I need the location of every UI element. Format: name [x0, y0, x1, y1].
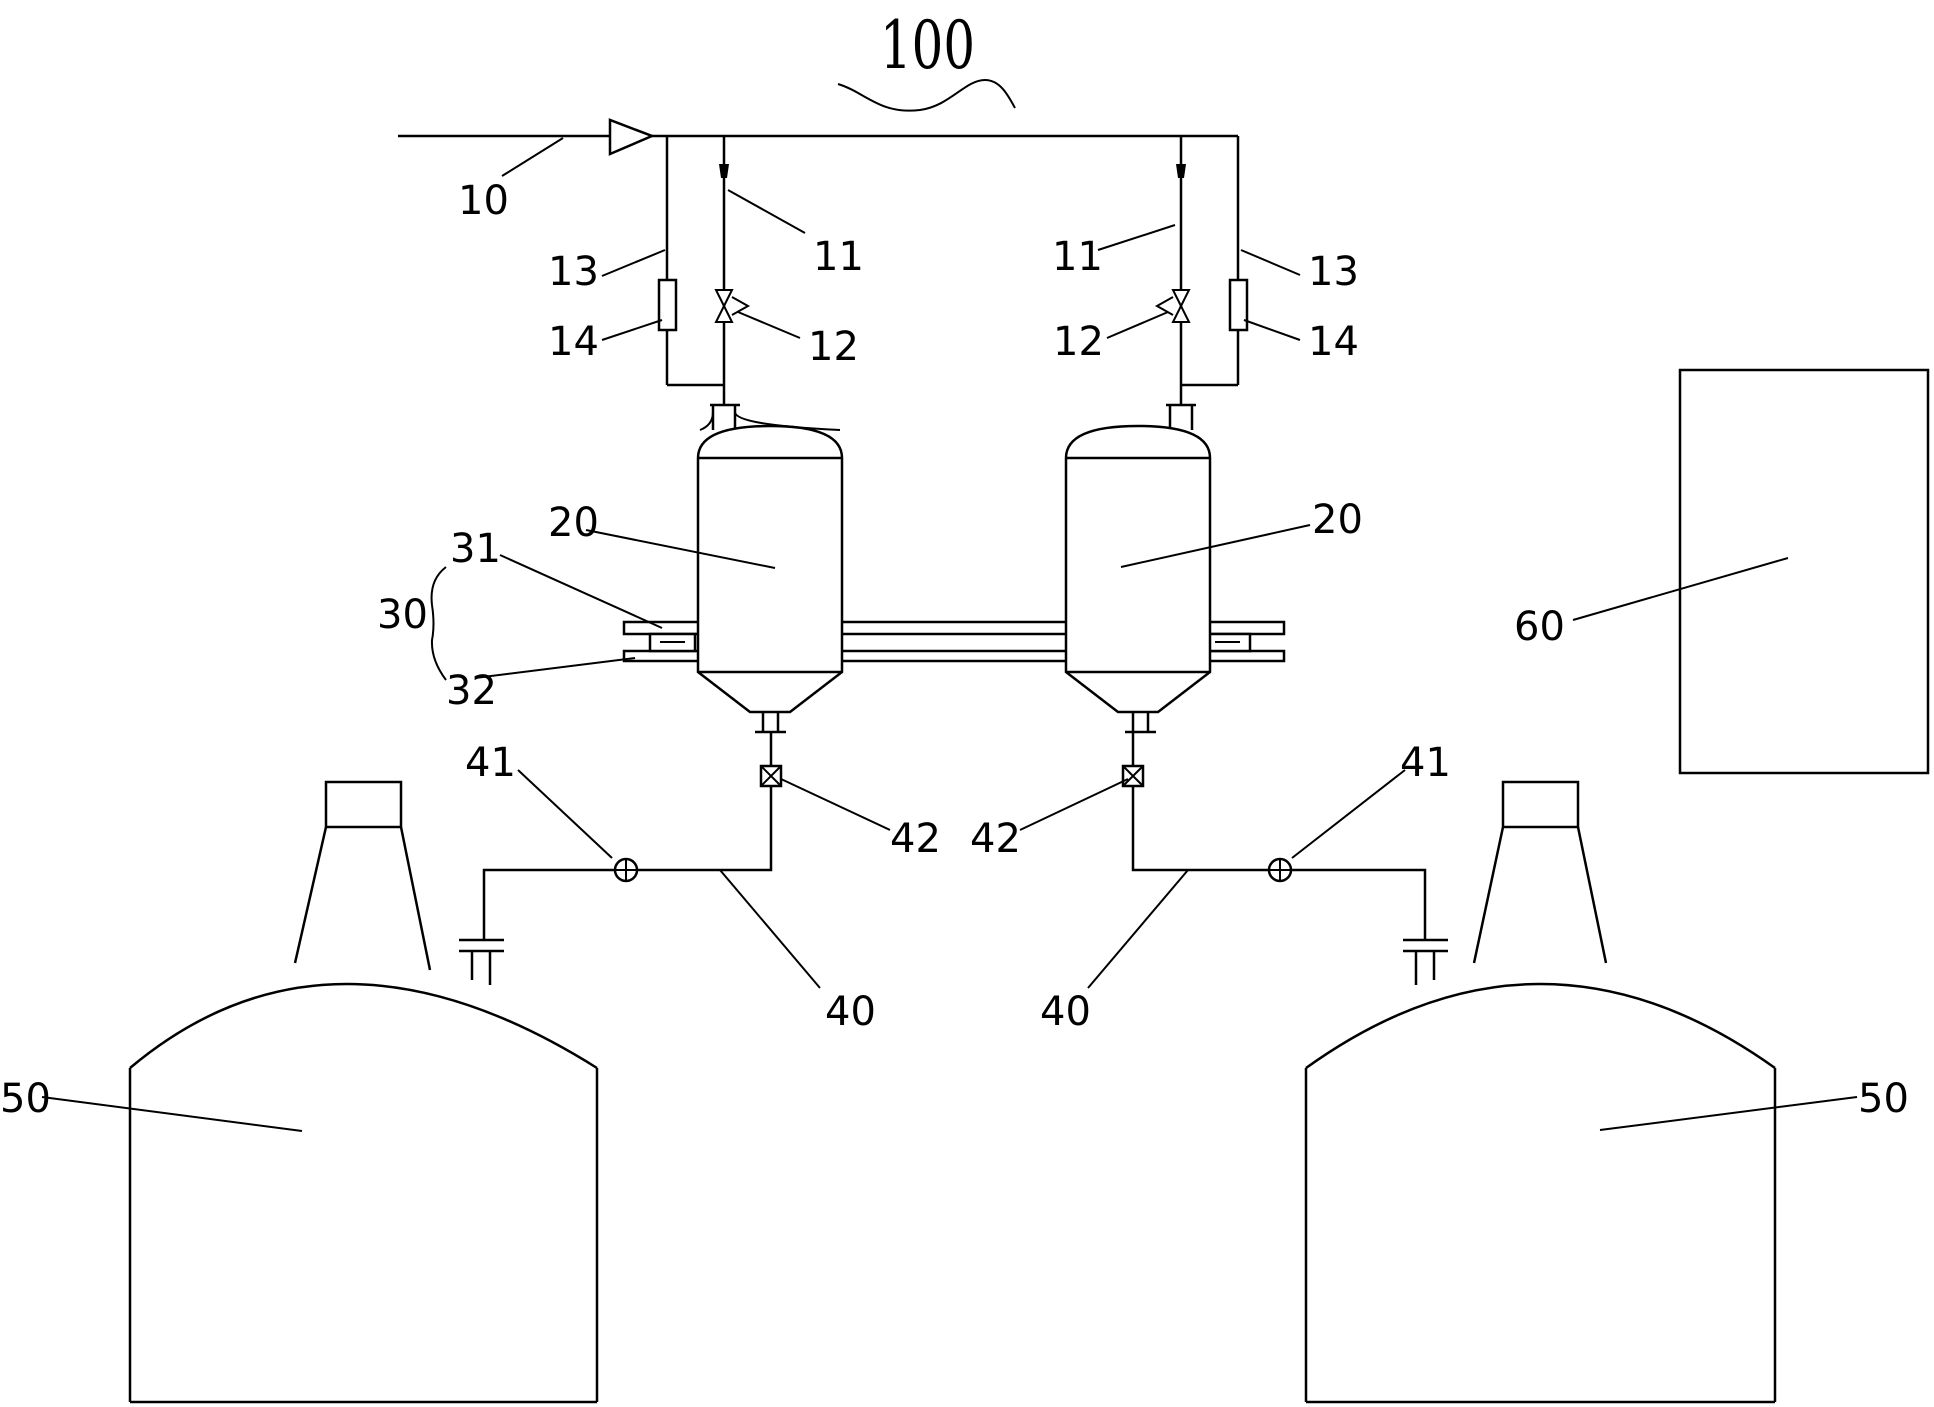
label-50-right: 50: [1858, 1076, 1909, 1122]
label-13-left: 13: [548, 249, 599, 295]
label-40-right: 40: [1040, 989, 1091, 1035]
nozzle-icon: [719, 164, 729, 178]
label-41-right: 41: [1400, 740, 1451, 786]
label-10: 10: [458, 178, 509, 224]
label-11-right: 11: [1052, 234, 1103, 280]
vessel-left: [128, 780, 599, 1404]
label-40-left: 40: [825, 989, 876, 1035]
leader-lines: [41, 137, 1858, 1132]
vessel-right: [1304, 780, 1777, 1404]
label-42-right: 42: [970, 816, 1021, 862]
label-20-right: 20: [1312, 497, 1363, 543]
tank-left: [696, 411, 844, 714]
label-41-left: 41: [465, 740, 516, 786]
tank-right: [1064, 424, 1212, 714]
label-12-left: 12: [808, 324, 859, 370]
label-30: 30: [377, 592, 428, 638]
label-50-left: 50: [0, 1076, 51, 1122]
figure-label: 100: [880, 7, 975, 84]
label-11-left: 11: [813, 234, 864, 280]
figure-label-wave: [837, 78, 1016, 112]
valve-right-12: [1171, 289, 1191, 323]
flow-arrow-icon: [608, 118, 656, 156]
label-14-right: 14: [1308, 319, 1359, 365]
flow-meter-right: [1228, 278, 1249, 332]
valve-left-12: [714, 289, 734, 323]
label-31: 31: [450, 526, 501, 572]
label-60: 60: [1514, 604, 1565, 650]
label-13-right: 13: [1308, 249, 1359, 295]
controller-box: [1678, 368, 1930, 775]
label-20-left: 20: [548, 500, 599, 546]
outlet-pipe-left: [482, 732, 773, 940]
outlet-pipe-right: [1131, 732, 1427, 940]
label-32: 32: [446, 668, 497, 714]
label-14-left: 14: [548, 319, 599, 365]
label-42-left: 42: [890, 816, 941, 862]
flow-meter-left: [657, 278, 678, 332]
label-12-right: 12: [1053, 319, 1104, 365]
